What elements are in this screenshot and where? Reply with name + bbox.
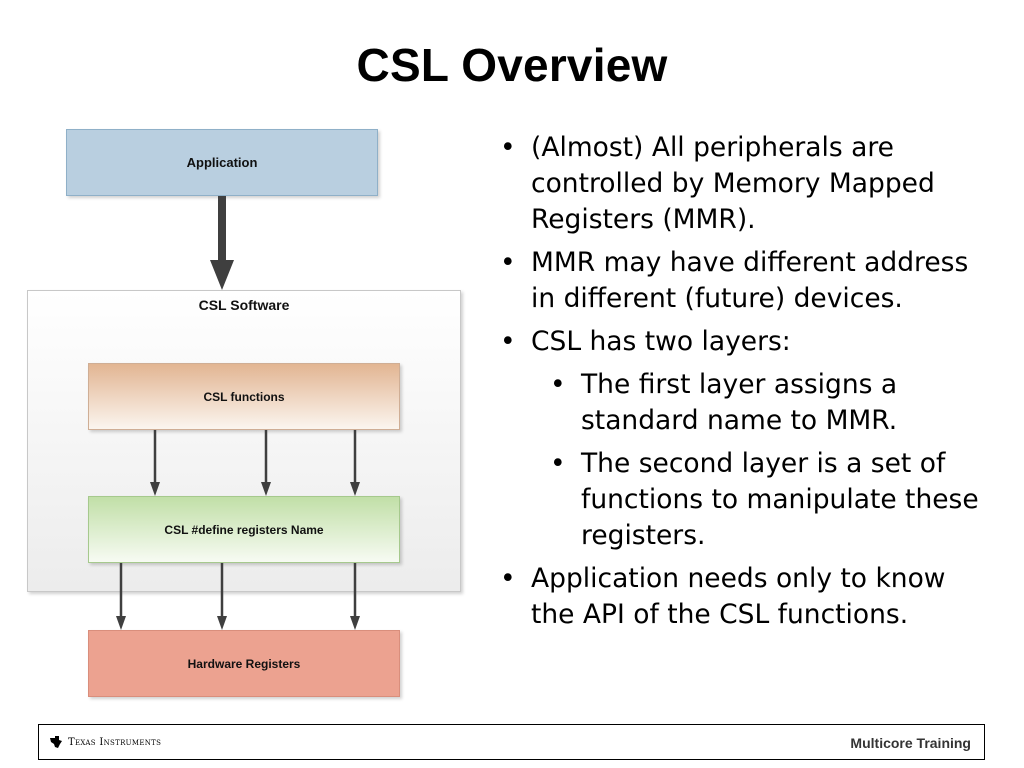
bullet-list: (Almost) All peripherals are controlled … [497,130,997,640]
slide-title: CSL Overview [356,39,668,91]
application-label: Application [186,155,258,170]
csl-software-label: CSL Software [198,297,290,313]
arrow-fn-to-def-3-head [350,482,360,496]
sub-bullet-item: The first layer assigns a standard name … [497,367,997,439]
csl-functions-box: CSL functions [88,363,400,430]
ti-logo-icon [50,736,62,748]
csl-functions-label: CSL functions [203,389,285,404]
sub-bullet-item: The second layer is a set of functions t… [497,446,997,554]
footer-course-label: Multicore Training [850,735,971,751]
arrow-fn-to-def-2-head [261,482,271,496]
csl-define-box: CSL #define registers Name [88,496,400,563]
bullet-item: Application needs only to know the API o… [497,561,997,633]
bullet-item: MMR may have different address in differ… [497,245,997,317]
hardware-registers-label: Hardware Registers [187,656,301,671]
arrow-def-to-hw-1-head [116,616,126,630]
bullet-item: (Almost) All peripherals are controlled … [497,130,997,238]
footer-bar: Texas Instruments Multicore Training [38,724,985,760]
bullet-item: CSL has two layers: [497,324,997,360]
application-box: Application [66,129,378,196]
arrow-fn-to-def-1-head [150,482,160,496]
arrow-def-to-hw-3-head [350,616,360,630]
arrow-def-to-hw-2-head [217,616,227,630]
hardware-registers-box: Hardware Registers [88,630,400,697]
ti-logo-text: Texas Instruments [68,736,162,748]
ti-logo: Texas Instruments [49,735,161,749]
csl-define-label: CSL #define registers Name [164,522,324,537]
arrow-app-to-software-head [210,260,234,290]
